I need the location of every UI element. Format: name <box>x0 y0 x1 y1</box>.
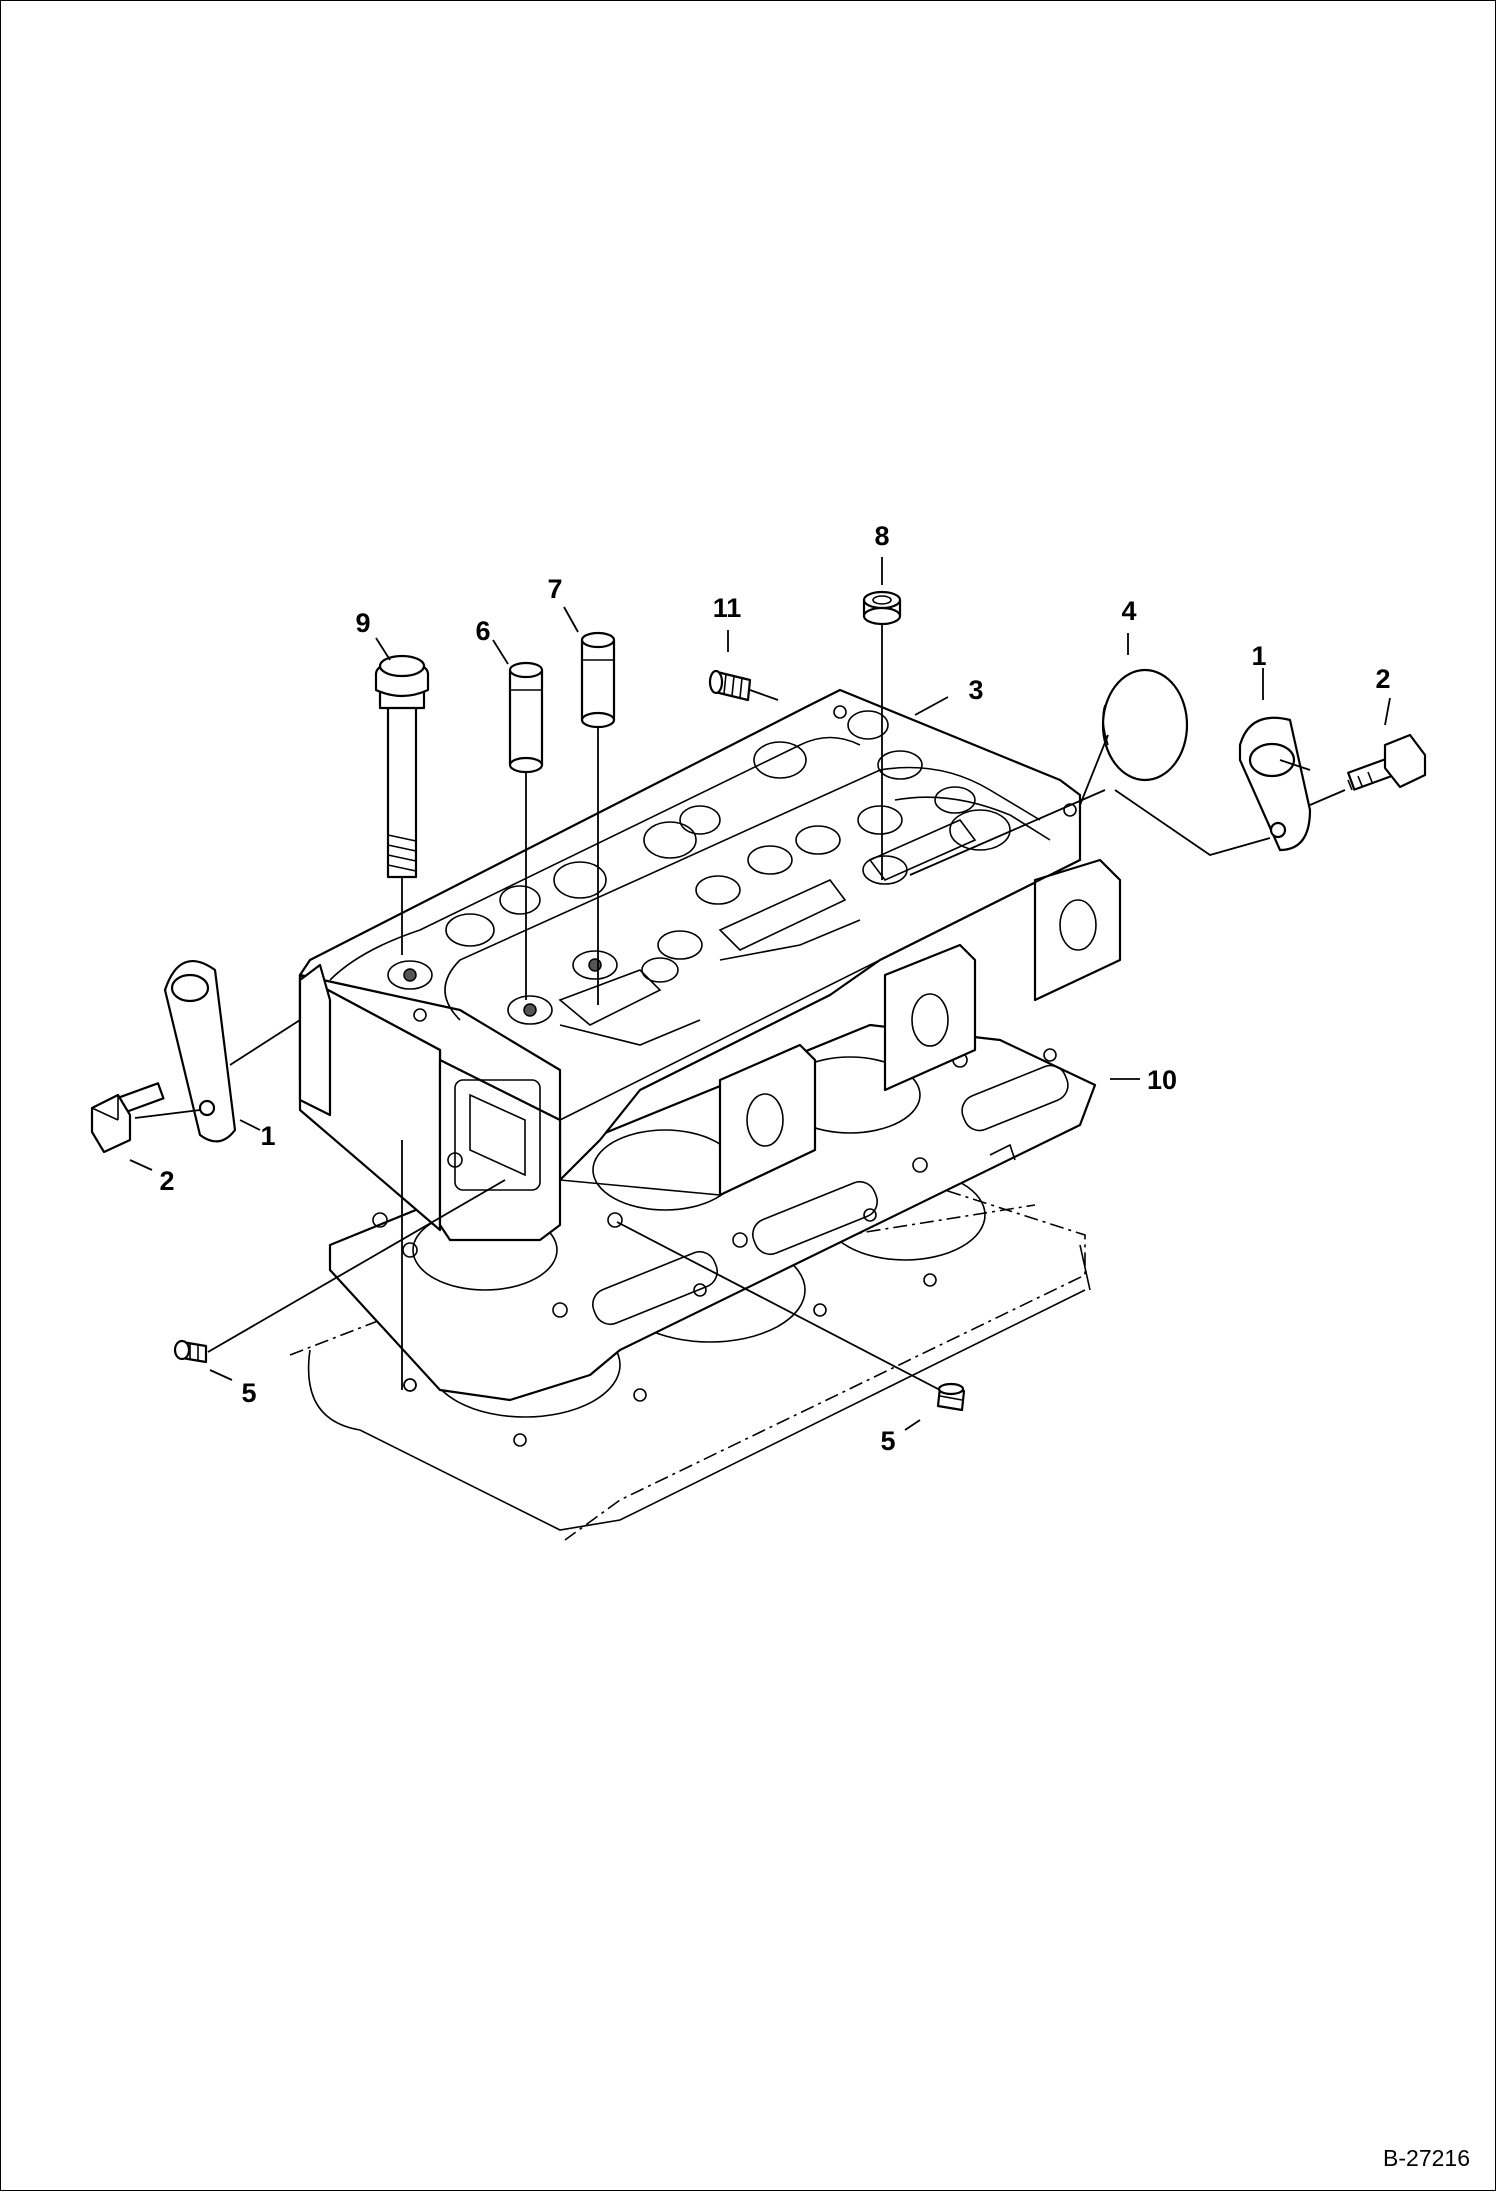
valve-guide-7 <box>580 631 616 729</box>
bracket-bolt-left <box>90 1082 165 1154</box>
callout-5-left: 5 <box>241 1378 256 1408</box>
bracket-bolt-right <box>1347 733 1427 791</box>
plug-5-right <box>936 1382 966 1412</box>
valve-ports <box>387 710 976 1025</box>
callout-4: 4 <box>1121 596 1136 626</box>
head-gasket <box>328 1023 1097 1402</box>
lifting-bracket-right <box>1238 716 1312 852</box>
callout-6: 6 <box>475 616 490 646</box>
head-bolt <box>374 654 430 879</box>
callout-9: 9 <box>355 608 370 638</box>
callout-5-right: 5 <box>880 1426 895 1456</box>
leader-lines <box>129 557 1391 1431</box>
callout-2-left: 2 <box>159 1166 174 1196</box>
cylinder-head <box>298 688 1122 1242</box>
reference-number: B-27216 <box>1383 2145 1470 2171</box>
callout-labels: 9 6 7 11 8 3 4 1 2 10 1 2 5 5 <box>159 521 1390 1456</box>
sealing-plug <box>1101 668 1189 782</box>
callout-1-left: 1 <box>260 1121 275 1151</box>
valve-guide-6 <box>508 661 544 774</box>
callout-1-right: 1 <box>1251 641 1266 671</box>
small-plug-11 <box>708 669 752 702</box>
callout-7: 7 <box>547 574 562 604</box>
callout-8: 8 <box>874 521 889 551</box>
callout-3: 3 <box>968 675 983 705</box>
callout-10: 10 <box>1147 1065 1177 1095</box>
plug-5-left <box>173 1339 208 1364</box>
callout-11: 11 <box>713 593 742 623</box>
valve-stem-seal <box>862 590 902 626</box>
lifting-bracket-left <box>163 960 237 1143</box>
callout-2-right: 2 <box>1375 664 1390 694</box>
